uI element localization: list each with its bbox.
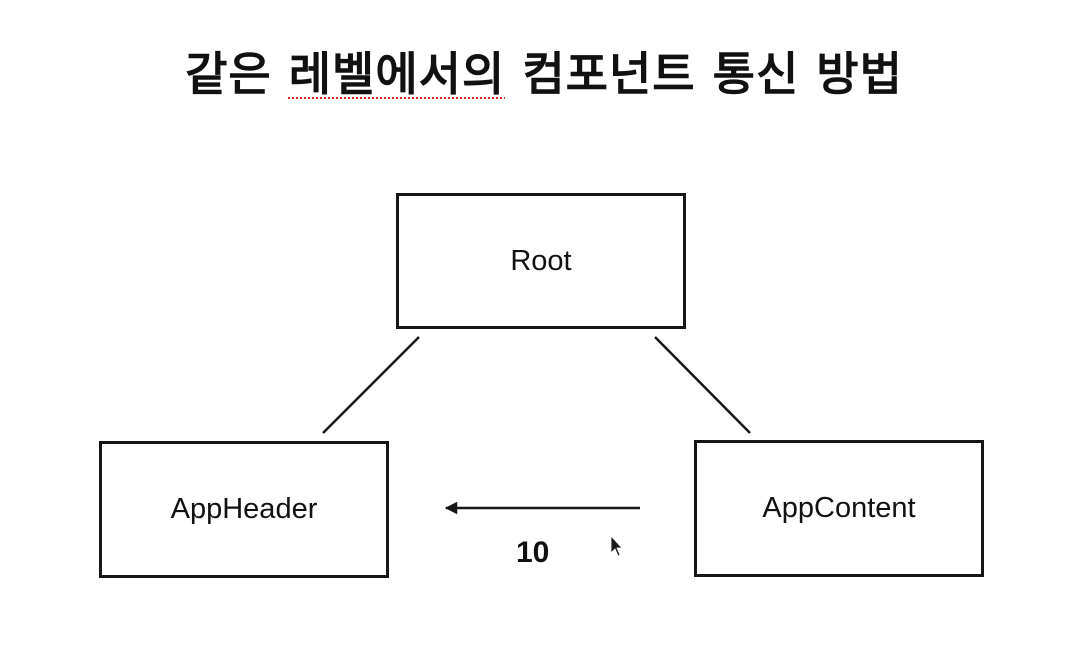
edge-root-to-header <box>322 336 420 434</box>
title-part-1: 같은 <box>185 47 289 101</box>
title-part-2: 컴포넌트 통신 방법 <box>505 47 903 101</box>
arrow-value-label: 10 <box>516 536 550 569</box>
slide-title: 같은 레벨에서의 컴포넌트 통신 방법 <box>0 38 1088 104</box>
mouse-cursor-icon <box>610 534 623 557</box>
node-app-header: AppHeader <box>99 441 389 578</box>
node-root: Root <box>396 193 686 329</box>
node-app-content: AppContent <box>694 440 984 577</box>
edge-root-to-content <box>654 336 751 434</box>
title-spellcheck-word: 레벨에서의 <box>288 47 506 101</box>
